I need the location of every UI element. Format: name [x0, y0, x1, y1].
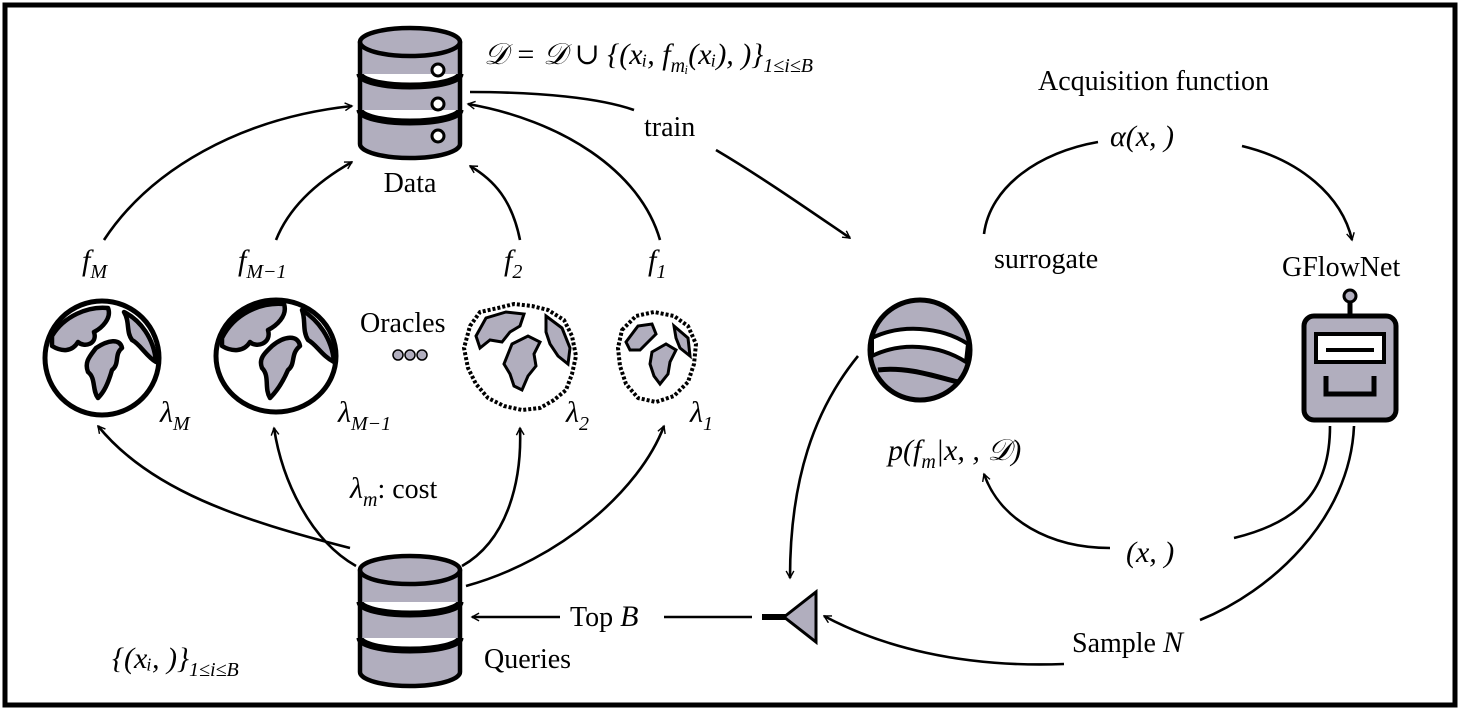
ball-icon	[867, 297, 973, 403]
posterior-formula: p(fm|x, , 𝒟)	[886, 434, 1021, 473]
oracle-f-label: fM−1	[238, 244, 287, 283]
edge-data-to-train	[469, 90, 635, 112]
oracles-label: Oracles	[360, 308, 446, 339]
rough-globe-icon	[616, 310, 698, 404]
database-icon	[356, 553, 464, 689]
data-label: Data	[384, 168, 437, 199]
oracle-lambda-label: λM	[159, 396, 191, 435]
edge-train-to-surrogate	[715, 148, 850, 240]
dataset-update-formula: 𝒟 = 𝒟 ∪ {(xᵢ, fmᵢ(xᵢ), )}1≤i≤B	[484, 38, 813, 77]
edge-query-to-oracle	[274, 428, 357, 568]
sample-n-label: Sample N	[1072, 626, 1185, 659]
edge-surrogate-to-funnel	[790, 355, 860, 578]
candidate-formula: (x, )	[1126, 536, 1174, 569]
top-b-label: Top B	[570, 600, 638, 633]
edge-gflownet-to-sample	[1199, 425, 1356, 622]
globe-icon	[42, 298, 162, 418]
edge-sample-to-funnel	[824, 614, 1065, 666]
queries-set-formula: {(xᵢ, )}1≤i≤B	[112, 642, 239, 681]
train-label: train	[644, 112, 695, 143]
edge-surrogate-to-acquisition	[982, 140, 1099, 235]
edge-oracle-to-data	[470, 164, 522, 241]
rough-globe-icon	[462, 302, 578, 412]
edge-gflownet-to-candidate	[1233, 425, 1332, 540]
oracle-f-label: f2	[504, 244, 522, 283]
edge-oracle-to-data	[468, 104, 662, 241]
edge-acquisition-to-gflownet	[1241, 144, 1352, 240]
edge-query-to-oracle	[461, 428, 520, 568]
queries-label: Queries	[484, 644, 571, 675]
oracle-f-label: fM	[82, 244, 108, 283]
ellipsis-icon	[392, 349, 428, 361]
edge-query-to-oracle	[465, 426, 664, 588]
robot-icon	[1301, 288, 1399, 423]
edge-oracle-to-data	[102, 106, 352, 241]
edge-oracle-to-data	[274, 160, 352, 241]
acquisition-function-label: Acquisition function	[1038, 66, 1269, 97]
cost-label: λm: cost	[349, 472, 438, 511]
edge-candidate-to-surrogate	[984, 474, 1111, 550]
edge-query-to-oracle	[96, 426, 351, 550]
database-icon	[356, 25, 464, 161]
oracle-lambda-label: λM−1	[337, 396, 391, 435]
funnel-icon	[762, 588, 818, 646]
oracle-lambda-label: λ1	[689, 396, 713, 435]
surrogate-label: surrogate	[994, 244, 1098, 275]
acquisition-alpha-formula: α(x, )	[1110, 120, 1174, 153]
oracle-f-label: f1	[648, 244, 666, 283]
gflownet-label: GFlowNet	[1282, 252, 1400, 283]
oracle-lambda-label: λ2	[565, 396, 589, 435]
globe-icon	[213, 297, 339, 415]
